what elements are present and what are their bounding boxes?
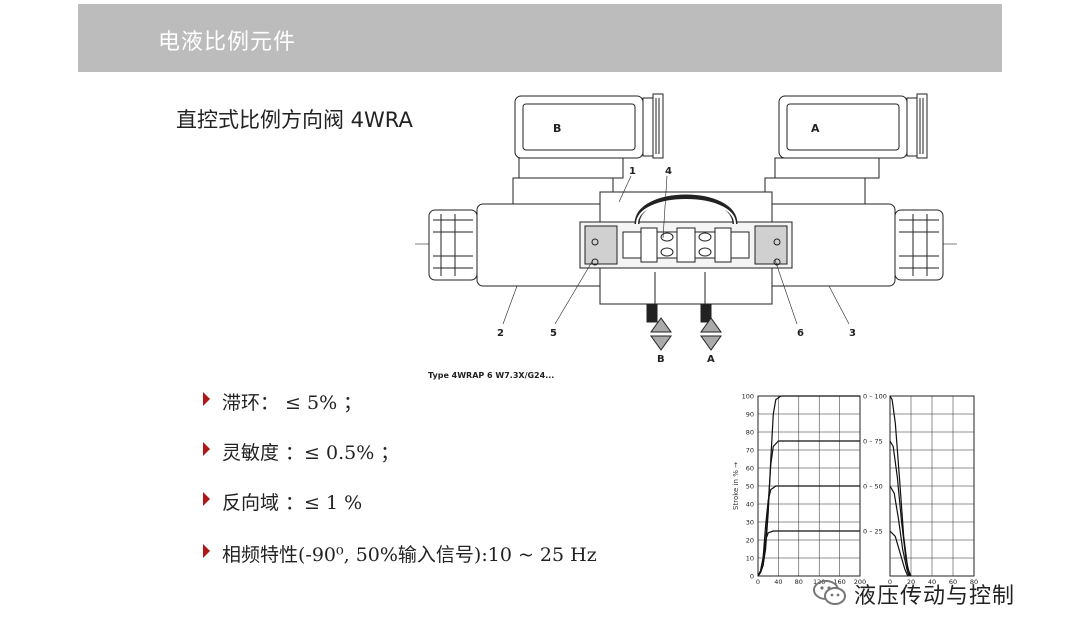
chart-left-series-1 (757, 440, 860, 577)
chart-ylabel: Stroke in % → (732, 462, 740, 510)
chart-series-label: 0 – 25 (863, 528, 883, 536)
chart-left-xtick-label: 80 (795, 578, 803, 586)
chart-series-label: 0 – 100 (863, 393, 887, 401)
wechat-icon (813, 580, 846, 605)
part-number-5: 5 (550, 328, 557, 339)
slide-title: 电液比例元件 (158, 30, 297, 55)
port-b-marker: B (650, 317, 672, 365)
chart-series-label: 0 – 75 (863, 438, 883, 446)
bullet-arrow-icon (203, 544, 210, 558)
spec-text: 滞环： ≤ 5% ； (222, 392, 363, 414)
chart-left-xtick-label: 40 (774, 578, 782, 586)
chart-right-xtick-label: 60 (949, 578, 957, 586)
chart-right-series-3 (889, 530, 909, 577)
chart-ytick-label: 90 (746, 411, 754, 419)
part-number-4: 4 (665, 166, 672, 177)
valve-body (579, 191, 793, 323)
chart-right-xtick-label: 20 (907, 578, 915, 586)
chart-right-series-2 (889, 485, 910, 577)
port-a-marker: A (700, 317, 722, 365)
valve-diagram: B A (415, 93, 960, 365)
chart-ytick-label: 20 (746, 537, 754, 545)
solenoid-b-label: B (553, 122, 561, 135)
chart-ytick-label: 100 (742, 393, 754, 401)
chart-ytick-label: 80 (746, 429, 754, 437)
spec-text: 反向域 ：≤ 1 % (222, 492, 363, 514)
diagram-caption: Type 4WRAP 6 W7.3X/G24... (428, 371, 555, 380)
chart-ytick-label: 10 (746, 555, 754, 563)
bullet-arrow-icon (203, 492, 210, 506)
slide-header: 电液比例元件 (78, 4, 1002, 72)
watermark-text: 液压传动与控制 (854, 584, 1016, 609)
chart-right-xtick-label: 0 (888, 578, 892, 586)
chart-ytick-label: 30 (746, 519, 754, 527)
chart-series-label: 0 – 50 (863, 483, 883, 491)
chart-left-series-3 (757, 530, 860, 577)
chart-ytick-label: 60 (746, 465, 754, 473)
port-a-label: A (707, 354, 715, 365)
spec-text: 灵敏度 ：≤ 0.5% ； (222, 442, 400, 464)
chart-right-xtick-label: 40 (928, 578, 936, 586)
chart-ytick-label: 40 (746, 501, 754, 509)
part-number-6: 6 (797, 328, 804, 339)
bullet-arrow-icon (203, 442, 210, 456)
part-number-3: 3 (849, 328, 856, 339)
step-response-chart: Stroke in % → 0 10 20 30 40 50 60 70 80 90 100 0 40 80… (732, 393, 978, 587)
spec-text: 相频特性(-90⁰, 50%输入信号):10 ~ 25 Hz (222, 544, 597, 566)
chart-right-series-1 (889, 440, 911, 577)
chart-ytick-label: 70 (746, 447, 754, 455)
slide-subtitle: 直控式比例方向阀 4WRA (176, 108, 413, 132)
chart-left-xtick-label: 160 (833, 578, 845, 586)
part-number-1: 1 (629, 166, 636, 177)
part-number-2: 2 (497, 328, 504, 339)
chart-ytick-label: 50 (746, 483, 754, 491)
bullet-arrow-icon (203, 392, 210, 406)
chart-left-xtick-label: 0 (756, 578, 760, 586)
port-b-label: B (657, 354, 665, 365)
chart-left-xtick-label: 200 (854, 578, 866, 586)
solenoid-b: B (428, 93, 664, 287)
chart-ytick-label: 0 (750, 573, 754, 581)
solenoid-a-label: A (811, 122, 820, 135)
chart-right-xtick-label: 80 (970, 578, 978, 586)
